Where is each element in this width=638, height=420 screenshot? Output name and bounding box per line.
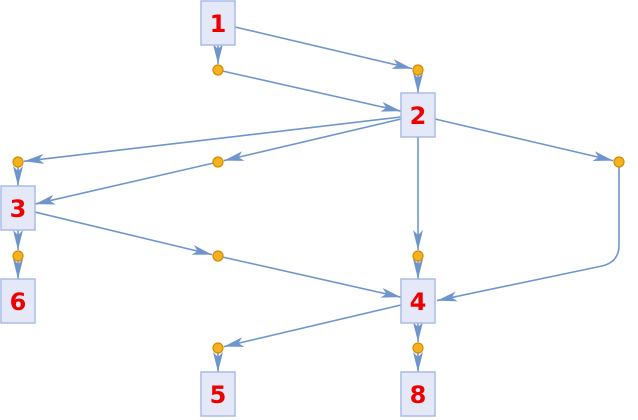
edges-layer	[13, 26, 620, 372]
edge-midpoint-dot-c	[12, 156, 24, 168]
node-1-box	[200, 0, 236, 46]
node-1-label: 1	[210, 10, 227, 38]
edge-2-to-dot-c	[23, 116, 402, 164]
edge-midpoint-dot-j	[412, 342, 424, 354]
node-3-label: 3	[10, 195, 27, 223]
edge-midpoint-dot-h	[212, 250, 224, 262]
node-4-label: 4	[410, 288, 427, 316]
node-3-box	[0, 185, 36, 231]
edge-dot-e-to-4	[436, 167, 620, 302]
node-5-box	[200, 371, 236, 417]
node-2[interactable]: 2	[400, 92, 436, 138]
node-8-box	[400, 371, 436, 417]
node-5-label: 5	[210, 381, 227, 409]
node-2-label: 2	[410, 102, 427, 130]
edge-midpoint-dot-a	[212, 64, 224, 76]
edge-midpoint-dot-e	[613, 156, 625, 168]
edge-midpoint-dot-b	[412, 64, 424, 76]
edge-3-to-dot-h	[34, 211, 213, 256]
edge-dot-h-to-4	[222, 256, 402, 298]
edge-midpoint-dot-g	[12, 250, 24, 262]
edge-dot-a-to-2	[222, 70, 402, 112]
edge-1-to-dot-b	[234, 26, 413, 70]
node-5[interactable]: 5	[200, 371, 236, 417]
edge-midpoint-dot-d	[212, 156, 224, 168]
dots-layer	[12, 64, 625, 354]
node-4-box	[400, 278, 436, 324]
node-6-label: 6	[10, 288, 27, 316]
node-4[interactable]: 4	[400, 278, 436, 324]
node-1[interactable]: 1	[200, 0, 236, 46]
node-6[interactable]: 6	[0, 278, 36, 324]
node-3[interactable]: 3	[0, 185, 36, 231]
edge-2-to-dot-e	[434, 118, 614, 162]
edge-2-to-dot-d	[223, 118, 402, 162]
node-6-box	[0, 278, 36, 324]
node-8[interactable]: 8	[400, 371, 436, 417]
edge-midpoint-dot-f	[412, 250, 424, 262]
node-2-box	[400, 92, 436, 138]
edge-midpoint-dot-i	[212, 342, 224, 354]
node-8-label: 8	[410, 381, 427, 409]
edge-dot-d-to-3	[34, 162, 214, 205]
nodes-layer: 1 2 3 4 5 6 8	[0, 0, 436, 417]
edge-4-to-dot-i	[223, 304, 402, 348]
